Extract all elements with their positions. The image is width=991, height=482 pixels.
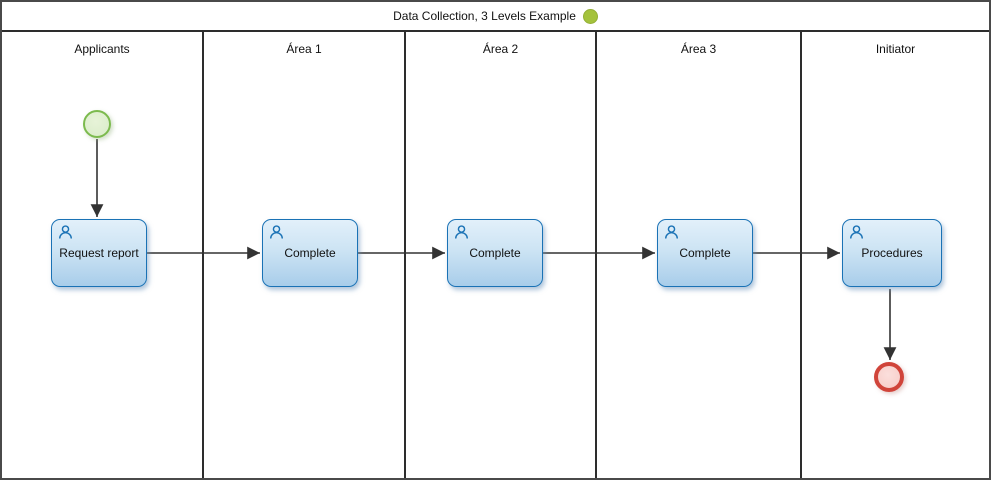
user-icon [453,224,470,241]
lane-applicants: Applicants [2,32,204,478]
end-event[interactable] [874,362,904,392]
user-icon [57,224,74,241]
task-label: Complete [284,246,336,260]
task-request-report[interactable]: Request report [51,219,147,287]
lane-container: Applicants Área 1 Área 2 Área 3 Initiato… [2,32,989,478]
lane-label: Área 1 [286,42,322,56]
task-complete-area2[interactable]: Complete [447,219,543,287]
user-icon [663,224,680,241]
start-event[interactable] [83,110,111,138]
lane-label: Área 2 [482,42,519,56]
task-procedures[interactable]: Procedures [842,219,942,287]
lane-label: Área 3 [680,42,717,56]
lane-area-1: Área 1 [204,32,406,478]
task-complete-area1[interactable]: Complete [262,219,358,287]
user-icon [268,224,285,241]
task-label: Procedures [861,246,923,260]
pool-title: Data Collection, 3 Levels Example [393,9,576,23]
user-icon [848,224,865,241]
lane-label: Initiator [875,42,916,56]
task-label: Complete [679,246,731,260]
lane-area-3: Área 3 [597,32,802,478]
task-label: Request report [59,246,139,260]
pool-title-bar: Data Collection, 3 Levels Example [2,2,989,32]
green-circle-icon [582,8,598,24]
task-label: Complete [469,246,521,260]
lane-area-2: Área 2 [406,32,597,478]
lane-initiator: Initiator [802,32,989,478]
lane-label: Applicants [74,42,130,56]
task-complete-area3[interactable]: Complete [657,219,753,287]
